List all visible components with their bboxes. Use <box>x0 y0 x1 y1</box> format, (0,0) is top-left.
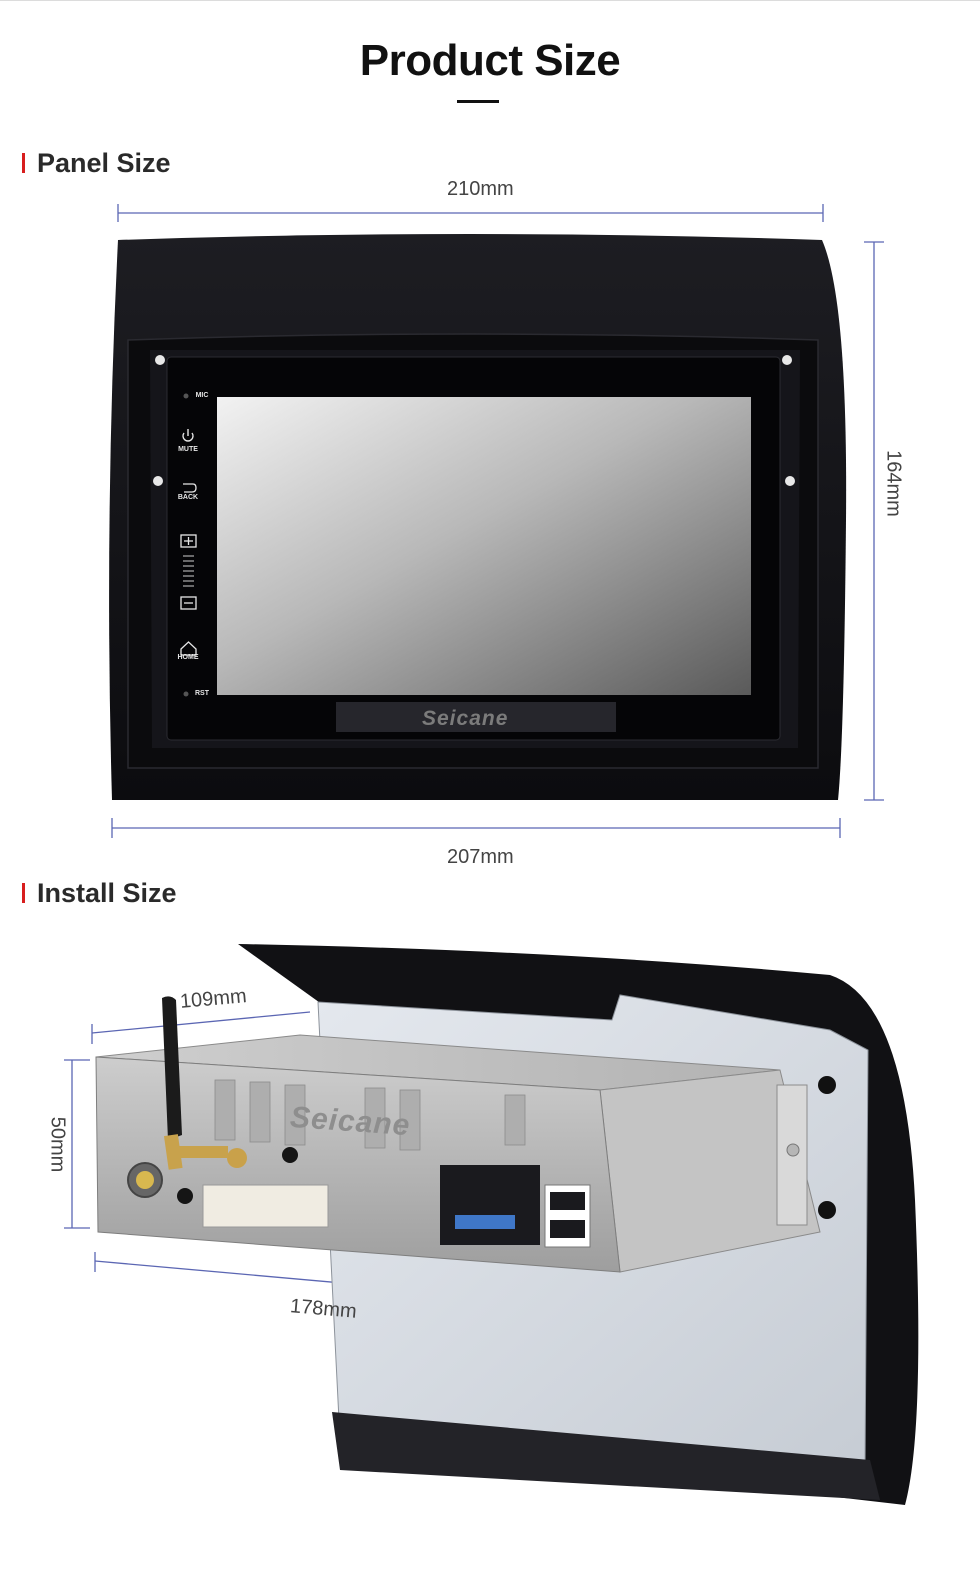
panel-dimension-lines <box>111 204 884 838</box>
accent-bar <box>22 153 25 173</box>
mute-button-label: MUTE <box>178 446 198 453</box>
section-heading-label: Install Size <box>37 878 177 908</box>
top-divider <box>0 0 980 1</box>
back-icon <box>183 483 197 493</box>
volume-scale-icon <box>183 555 194 587</box>
section-install-size: Install Size <box>22 878 177 909</box>
home-button-label: HOME <box>177 654 199 661</box>
home-icon <box>180 641 197 656</box>
title-underline <box>457 100 499 103</box>
volume-up-icon <box>180 534 197 548</box>
dimension-panel-bottom-width: 207mm <box>447 846 514 868</box>
chassis <box>95 1034 836 1273</box>
mic-label: MIC <box>195 392 209 399</box>
dimension-install-height: 50mm <box>46 1116 69 1173</box>
page-title: Product Size <box>359 36 621 85</box>
accent-bar <box>22 883 25 903</box>
rst-button-label: RST <box>195 690 209 697</box>
back-button-label: BACK <box>177 494 199 501</box>
section-heading-label: Panel Size <box>37 148 171 178</box>
dimension-panel-width: 210mm <box>447 178 514 200</box>
head-unit <box>166 356 781 741</box>
power-icon <box>182 429 194 442</box>
section-panel-size: Panel Size <box>22 148 171 179</box>
volume-down-icon <box>180 596 197 610</box>
antenna-icon <box>162 996 228 1170</box>
brand-logo-panel: Seicane <box>422 707 509 730</box>
